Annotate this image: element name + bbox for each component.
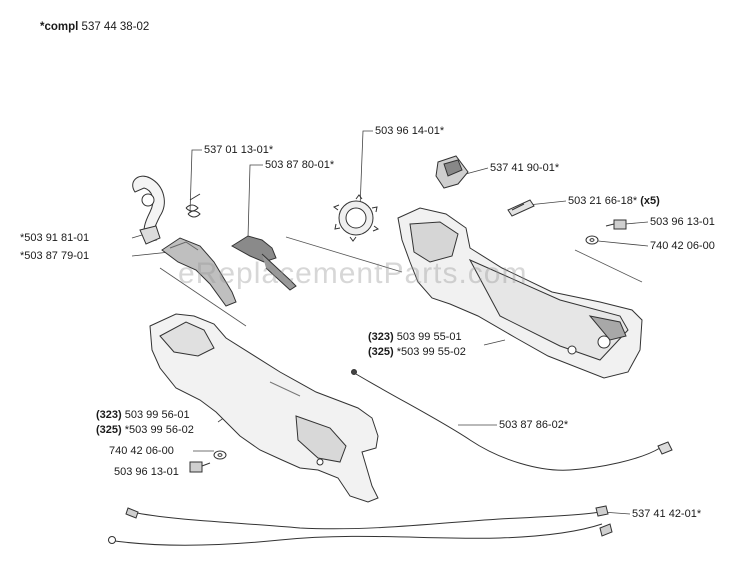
- part-number: *503 99 55-02: [396, 346, 466, 358]
- part-label-503-99-56-02[interactable]: (325) *503 99 56-02: [96, 424, 194, 437]
- part-label-503-87-86-02[interactable]: 503 87 86-02*: [499, 419, 568, 432]
- part-number: 537 41 42-01*: [632, 508, 702, 520]
- lever-part: [231, 235, 297, 291]
- part-label-537-41-42-01[interactable]: 537 41 42-01*: [632, 508, 701, 521]
- part-label-740-42-06-00-top[interactable]: 740 42 06-00: [650, 240, 715, 253]
- part-label-503-21-66-18[interactable]: 503 21 66-18* (x5): [568, 195, 660, 208]
- part-number: 503 87 86-02*: [499, 419, 569, 431]
- clamp-part: [132, 175, 165, 245]
- part-label-537-41-90-01[interactable]: 537 41 90-01*: [490, 162, 559, 175]
- assembly-number-label: *compl 537 44 38-02: [40, 21, 149, 34]
- part-label-503-96-13-01-top[interactable]: 503 96 13-01: [650, 216, 715, 229]
- throttle-cable-part: [351, 369, 673, 471]
- part-number: *503 99 56-02: [124, 424, 194, 436]
- assembly-number: 537 44 38-02: [81, 21, 150, 33]
- washer-part-bottom: [213, 450, 227, 460]
- part-number: 503 96 13-01: [114, 466, 179, 478]
- part-label-503-99-55-02[interactable]: (325) *503 99 55-02: [368, 346, 466, 359]
- part-label-503-87-79-01[interactable]: *503 87 79-01: [20, 250, 89, 263]
- screw-short-part-bottom: [189, 461, 211, 473]
- part-number: 503 99 55-01: [396, 331, 462, 343]
- part-number: *503 91 81-01: [20, 232, 90, 244]
- wire-harness-part: [107, 505, 613, 546]
- housing-right-part: [397, 207, 643, 379]
- quantity-badge: (x5): [640, 195, 660, 207]
- trigger-part: [161, 237, 237, 307]
- part-number: 740 42 06-00: [650, 240, 715, 252]
- model-ref: (323): [368, 331, 394, 343]
- screw-long-part: [507, 199, 535, 217]
- assembly-prefix: *compl: [40, 21, 79, 33]
- part-label-740-42-06-00-bottom[interactable]: 740 42 06-00: [109, 445, 174, 458]
- part-number: *503 87 79-01: [20, 250, 90, 262]
- gear-ring-part: [332, 194, 380, 242]
- watermark: eReplacementParts.com: [178, 257, 528, 290]
- part-label-503-99-56-01[interactable]: (323) 503 99 56-01: [96, 409, 190, 422]
- part-number: 503 99 56-01: [124, 409, 190, 421]
- part-label-503-87-80-01[interactable]: 503 87 80-01*: [265, 159, 334, 172]
- housing-left-part: [149, 313, 379, 503]
- part-number: 503 96 13-01: [650, 216, 715, 228]
- part-number: 740 42 06-00: [109, 445, 174, 457]
- part-number: 503 21 66-18*: [568, 195, 638, 207]
- washer-part-top: [585, 235, 599, 245]
- spring-part: [185, 193, 201, 218]
- screw-short-part-top: [605, 219, 627, 230]
- part-label-503-96-13-01-bottom[interactable]: 503 96 13-01: [114, 466, 179, 479]
- part-number: 503 96 14-01*: [375, 125, 445, 137]
- part-label-503-99-55-01[interactable]: (323) 503 99 55-01: [368, 331, 462, 344]
- part-label-503-91-81-01[interactable]: *503 91 81-01: [20, 232, 89, 245]
- model-ref: (323): [96, 409, 122, 421]
- button-part: [435, 155, 469, 189]
- model-ref: (325): [96, 424, 122, 436]
- model-ref: (325): [368, 346, 394, 358]
- part-label-503-96-14-01[interactable]: 503 96 14-01*: [375, 125, 444, 138]
- part-label-537-01-13-01[interactable]: 537 01 13-01*: [204, 144, 273, 157]
- part-number: 537 41 90-01*: [490, 162, 560, 174]
- part-number: 503 87 80-01*: [265, 159, 335, 171]
- part-number: 537 01 13-01*: [204, 144, 274, 156]
